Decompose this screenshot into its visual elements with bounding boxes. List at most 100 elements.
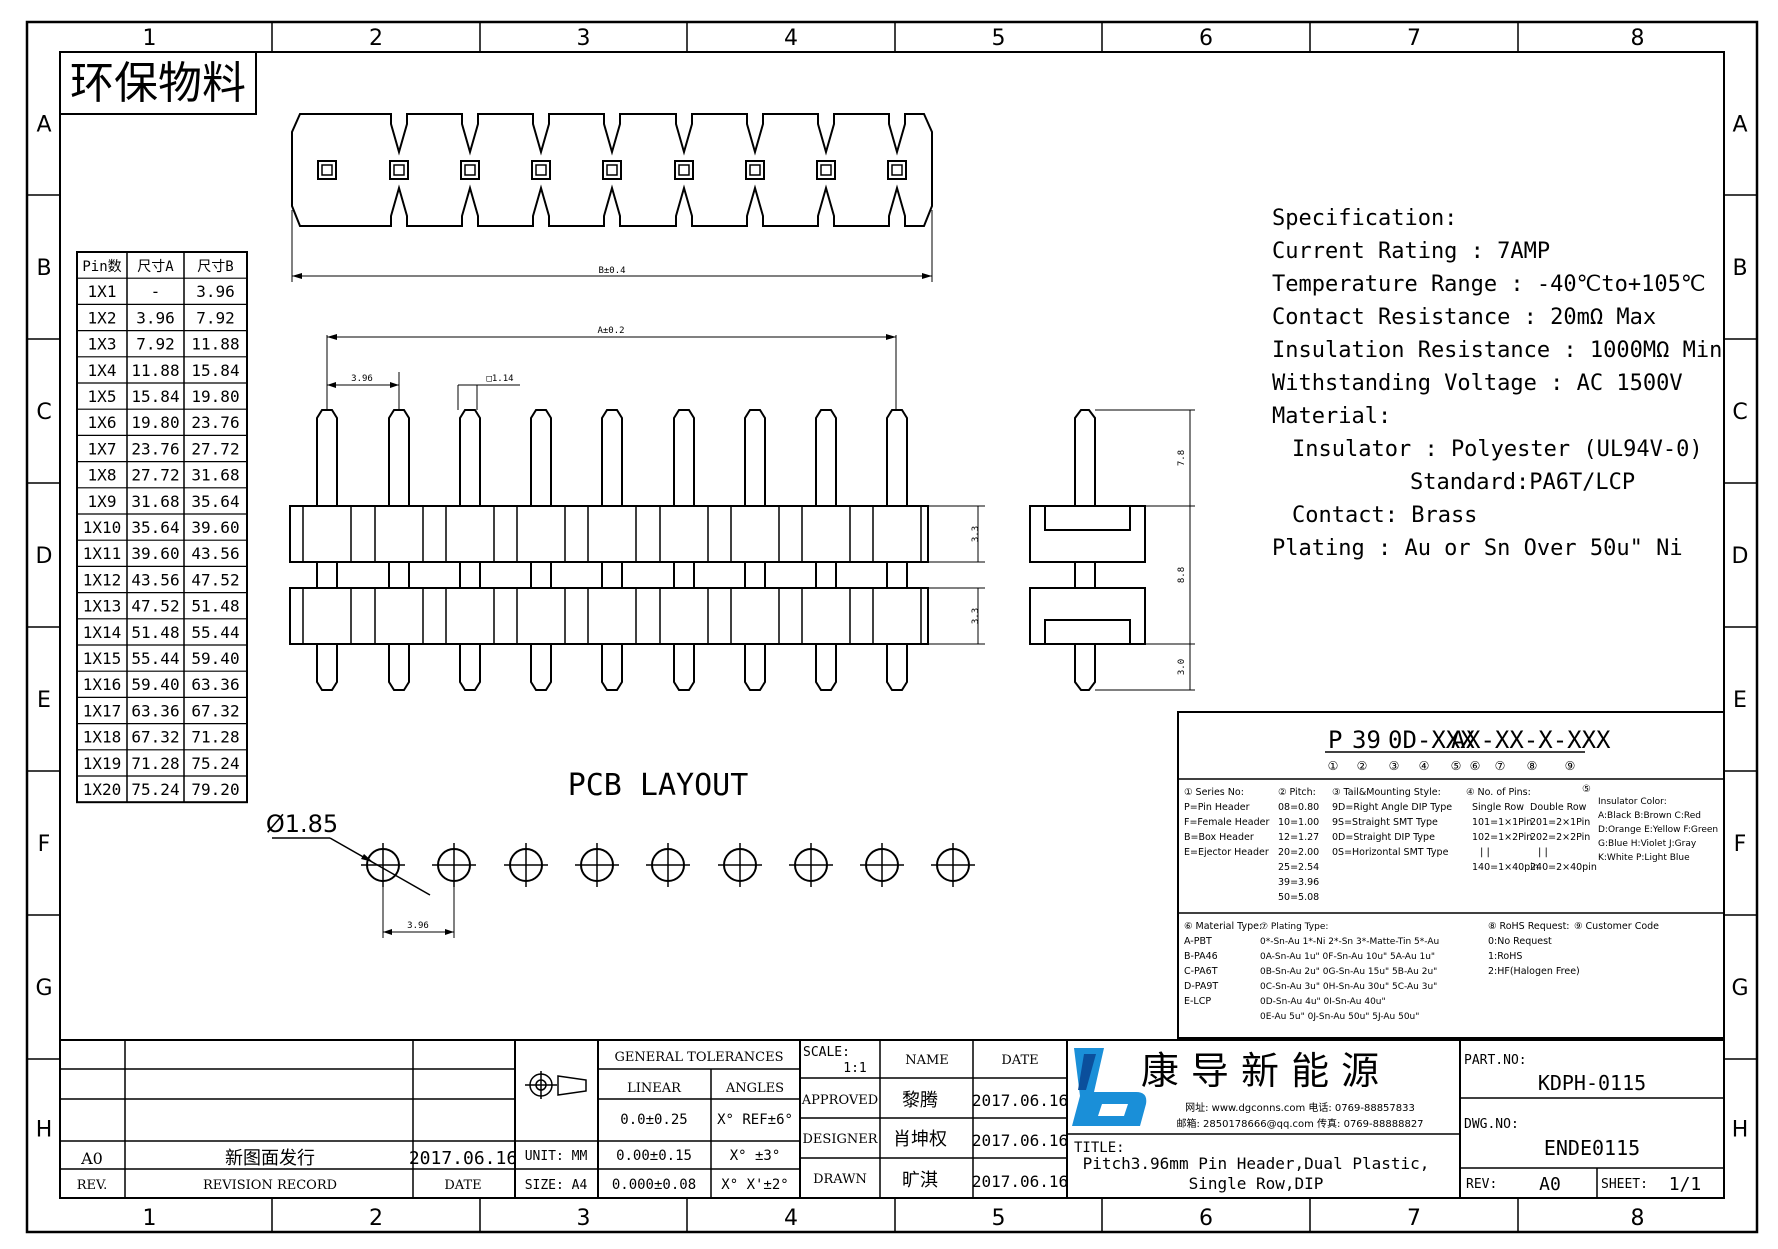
tolerance-angle: X° ±3° (730, 1148, 781, 1164)
legend-pins-double: Double Row (1530, 802, 1587, 813)
pin-table-cell: 63.36 (191, 675, 239, 694)
pin-square-inner (535, 164, 547, 176)
pin-table-cell: 1X9 (88, 492, 117, 511)
dim-side-1: 3.3 (971, 526, 981, 542)
pin-table-cell: 67.32 (191, 701, 239, 720)
legend-pins-item: 101=1×1Pin (1472, 817, 1532, 828)
pcb-pitch-label: 3.96 (407, 921, 429, 931)
legend-pitch-line: 25=2.54 (1278, 862, 1319, 873)
housing-cell-lower (516, 587, 566, 645)
pin-square-inner (606, 164, 618, 176)
zone-col-6-top: 6 (1199, 26, 1213, 51)
pin-table-cell: 23.76 (191, 413, 239, 432)
pin-table-cell: 1X18 (83, 728, 122, 747)
revision-record-label: REVISION RECORD (203, 1178, 337, 1193)
pcb-hole-crosshair (931, 843, 975, 887)
front-housing-lower (289, 587, 929, 645)
pin-square-outer (389, 160, 409, 180)
side-view-pin (1074, 409, 1096, 691)
zone-col-1-bot: 1 (143, 1206, 157, 1231)
legend-rohs-line: 1:RoHS (1488, 951, 1522, 962)
rev-label: REV. (77, 1178, 108, 1193)
revision-date-value: 2017.06.16 (409, 1148, 517, 1169)
tolerance-linear: 0.0±0.25 (620, 1112, 687, 1128)
legend-color-line: D:Orange E:Yellow F:Green (1598, 825, 1718, 835)
zone-row-A-left: A (36, 113, 51, 138)
part-code-marker: ⑧ (1527, 759, 1538, 773)
tolerance-angle: X° X'±2° (721, 1177, 788, 1193)
pin-table-cell: 1X1 (88, 282, 117, 301)
zone-row-G-right: G (1731, 976, 1748, 1001)
company-name: 康 导 新 能 源 (1141, 1049, 1379, 1093)
drawn-date: 2017.06.16 (972, 1172, 1068, 1191)
pin-table-cell: 35.64 (191, 492, 239, 511)
housing-cell-lower (302, 587, 352, 645)
legend-customer-line: ⑨ Customer Code (1574, 921, 1659, 932)
pcb-hole-dia: Ø1.85 (266, 810, 338, 838)
spec-line: Withstanding Voltage : AC 1500V (1272, 371, 1683, 396)
tolerance-linear: 0.00±0.15 (616, 1148, 692, 1164)
pin-table-cell: 59.40 (191, 649, 239, 668)
legend-rohs-line: ⑧ RoHS Request: (1488, 921, 1570, 932)
pin-square-outer (317, 160, 337, 180)
pin-table-cell: 1X20 (83, 780, 122, 799)
zone-col-3-bot: 3 (577, 1206, 591, 1231)
dim-b-label: B±0.4 (598, 266, 625, 276)
front-housing-upper (289, 505, 929, 563)
pin-square-outer (602, 160, 622, 180)
zone-row-B-right: B (1732, 256, 1747, 281)
pin-table-header: Pin数 (82, 259, 121, 275)
top-view: B±0.4 (291, 113, 933, 282)
zone-row-A-right: A (1732, 113, 1747, 138)
legend-mounting-line: 0D=Straight DIP Type (1332, 832, 1435, 843)
zone-row-E-right: E (1733, 688, 1747, 713)
pin-square-outer (887, 160, 907, 180)
pin-table-cell: 1X3 (88, 335, 117, 354)
zone-col-2-top: 2 (369, 26, 383, 51)
sheet-value: 1/1 (1669, 1174, 1702, 1195)
housing-cell-lower (801, 587, 851, 645)
pin-square-inner (321, 164, 333, 176)
part-code-marker: ⑤ (1451, 759, 1462, 773)
pin-table-cell: 43.56 (131, 570, 179, 589)
dim-a-label: A±0.2 (597, 326, 624, 336)
zone-col-8-top: 8 (1631, 26, 1645, 51)
zone-row-D-left: D (36, 544, 53, 569)
housing-cell-upper (801, 505, 851, 563)
housing-cell-lower (872, 587, 922, 645)
pin-table-cell: 7.92 (136, 335, 175, 354)
legend-pins-item: 201=2×1Pin (1530, 817, 1590, 828)
part-no-value: KDPH-0115 (1538, 1071, 1646, 1095)
legend-plating-line: 0C-Sn-Au 3u" 0H-Sn-Au 30u" 5C-Au 3u" (1260, 982, 1437, 992)
pin-table-cell: 39.60 (131, 544, 179, 563)
title-label: TITLE: (1074, 1140, 1125, 1156)
legend-mounting-line: 0S=Horizontal SMT Type (1332, 847, 1449, 858)
pin-table-cell: 75.24 (191, 754, 239, 773)
legend-pins-item: 240=2×40pin (1530, 862, 1597, 873)
legend-mounting-line: ③ Tail&Mounting Style: (1332, 787, 1441, 798)
dim-right-top: 7.8 (1177, 450, 1187, 466)
unit-label: UNIT: MM (525, 1149, 588, 1164)
pin-table-cell: 1X8 (88, 466, 117, 485)
pin-table-cell: 1X16 (83, 675, 122, 694)
company-contact-2: 邮箱: 2850178666@qq.com 传真: 0769-88888827 (1176, 1117, 1423, 1130)
pin-table-cell: 11.88 (191, 335, 239, 354)
pin-table-cell: 55.44 (191, 623, 239, 642)
sheet-label: SHEET: (1601, 1177, 1648, 1192)
housing-cell-lower (587, 587, 637, 645)
side-view-housing (1029, 505, 1146, 645)
pin-table-cell: 35.64 (131, 518, 179, 537)
pin-table-cell: 63.36 (131, 701, 179, 720)
approved-date: 2017.06.16 (972, 1091, 1068, 1110)
company-contact-1: 网址: www.dgconns.com 电话: 0769-88857833 (1185, 1101, 1415, 1114)
spec-line: Contact Resistance : 20mΩ Max (1272, 305, 1656, 330)
pin-table-cell: 31.68 (131, 492, 179, 511)
housing-cell-upper (659, 505, 709, 563)
pcb-layout-holes (361, 843, 975, 887)
spec-line: Current Rating : 7AMP (1272, 239, 1550, 264)
designer-label: DESIGNER (803, 1132, 879, 1147)
